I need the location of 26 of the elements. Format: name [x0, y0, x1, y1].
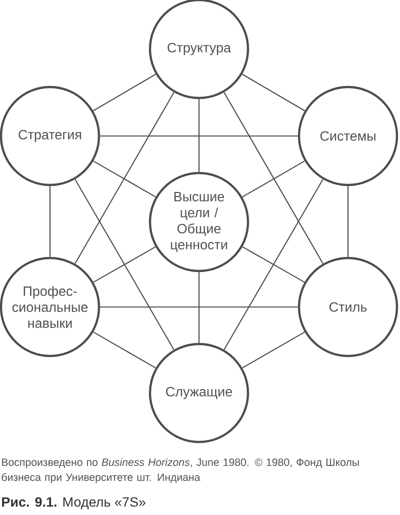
circle-node: Профес- сиональные навыки [0, 256, 100, 358]
connector-line [198, 272, 200, 343]
connector-line [242, 74, 306, 112]
connector-line [93, 246, 156, 283]
connector-line [93, 332, 156, 368]
circle-node: Высшие цели / Общие ценности [148, 172, 250, 272]
circle-node: Служащие [148, 342, 250, 444]
connector-line [93, 160, 156, 198]
connector-line [74, 92, 174, 264]
connector-line [100, 135, 298, 137]
circle-node: Стратегия [0, 86, 100, 186]
connector-line [100, 306, 298, 308]
connector-line [242, 160, 305, 198]
connector-line [242, 332, 305, 368]
connector-line [347, 186, 349, 257]
circle-node: Стиль [298, 256, 398, 358]
connector-line [74, 179, 174, 350]
connector-line [92, 74, 156, 112]
connector-line [49, 186, 51, 257]
circle-node: Системы [298, 86, 398, 186]
connector-line [224, 92, 324, 264]
connector-line [198, 99, 200, 172]
connector-line [242, 246, 305, 283]
figure-caption: Рис. 9.1. Модель «7S» [2, 497, 146, 510]
source-note: Воспроизведено по Business Horizons, June 1980. © 1980, Фонд Школы бизнеса при Университете шт. Индиана [2, 458, 359, 484]
connector-line [224, 179, 324, 350]
